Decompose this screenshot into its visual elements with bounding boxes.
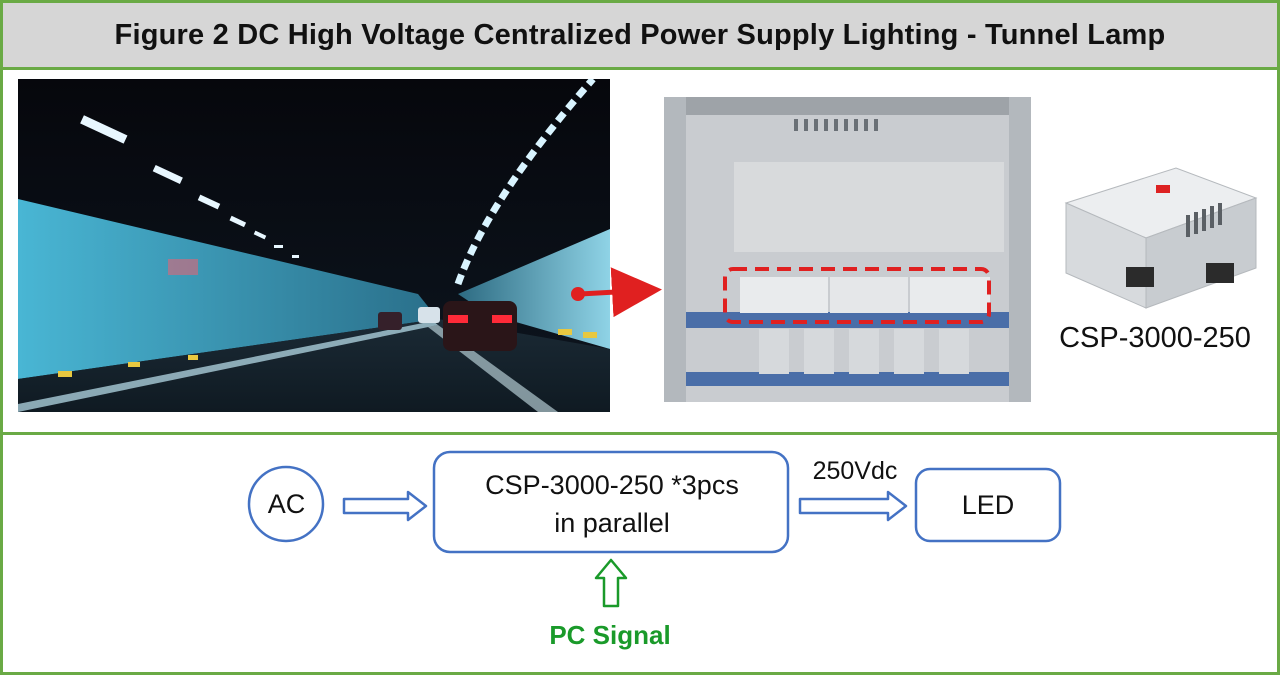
cabinet-photo (664, 97, 1031, 402)
supply-label-line2: in parallel (554, 508, 670, 538)
led-label: LED (961, 490, 1015, 520)
title-bar: Figure 2 DC High Voltage Centralized Pow… (3, 3, 1277, 70)
section-divider (3, 432, 1277, 435)
product-model-caption: CSP-3000-250 (1059, 322, 1251, 354)
output-voltage-label: 250Vdc (812, 457, 898, 485)
supply-node (432, 450, 790, 554)
led-node (914, 467, 1062, 543)
tunnel-photo (18, 79, 610, 412)
arrow-pc-signal (594, 558, 628, 608)
ac-label: AC (267, 489, 306, 519)
callout-dot (571, 287, 585, 301)
figure-title: Figure 2 DC High Voltage Centralized Pow… (114, 18, 1166, 51)
callout-arrow (579, 267, 662, 318)
arrow-supply-to-led (798, 490, 908, 522)
supply-label-line1: CSP-3000-250 *3pcs (485, 470, 739, 500)
pc-signal-label: PC Signal (549, 620, 671, 650)
psu-product-photo (1056, 163, 1264, 311)
ac-node (247, 465, 325, 543)
arrow-ac-to-supply (342, 490, 428, 522)
